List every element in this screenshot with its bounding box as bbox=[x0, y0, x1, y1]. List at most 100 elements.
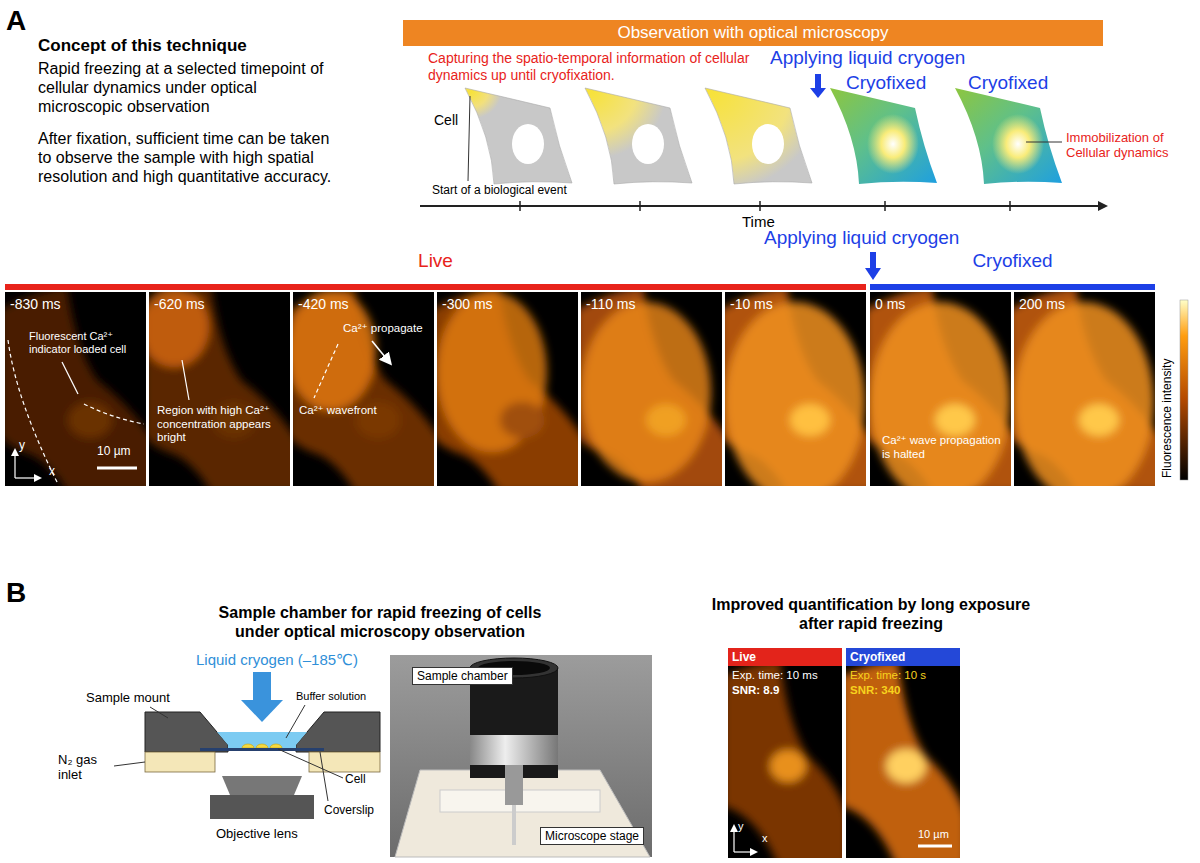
frame-annotation bbox=[918, 845, 952, 848]
text-slot: Coverslip bbox=[324, 803, 374, 817]
text-slot: x bbox=[49, 464, 55, 478]
micrograph-frame bbox=[5, 292, 146, 486]
band-label: Live bbox=[418, 250, 453, 272]
leader-line bbox=[114, 705, 343, 801]
micrograph-frame bbox=[846, 666, 960, 858]
micrograph-frame bbox=[68, 402, 112, 438]
sample-chamber-schematic bbox=[145, 672, 380, 819]
sample-chamber-schematic bbox=[145, 752, 215, 772]
text-slot: y bbox=[738, 820, 744, 833]
event-label: Applying liquid cryogen bbox=[764, 227, 959, 249]
annotation: Ca²⁺ wave propagation is halted bbox=[882, 434, 1006, 461]
micrograph-frame bbox=[728, 666, 842, 858]
frame-annotation bbox=[734, 851, 751, 852]
leader-line bbox=[150, 707, 168, 718]
frame-annotation bbox=[15, 477, 36, 478]
time-stamp: -830 ms bbox=[10, 296, 61, 313]
cell-illustration bbox=[830, 88, 937, 184]
cell-illustration bbox=[585, 88, 692, 184]
text-slot: A bbox=[6, 4, 26, 37]
text-slot: -620 ms bbox=[154, 296, 205, 313]
annotation: Exp. time: 10 ms bbox=[732, 669, 818, 683]
text-slot: Applying liquid cryogen bbox=[764, 227, 959, 249]
micrograph-frame bbox=[770, 750, 806, 782]
sample-chamber-schematic bbox=[210, 795, 314, 819]
micrograph-frame bbox=[723, 648, 966, 863]
text-slot: y bbox=[19, 438, 25, 452]
frame-annotation bbox=[8, 340, 390, 484]
frame-annotation bbox=[84, 404, 144, 424]
text-slot: Capturing the spatio-temporal informatio… bbox=[428, 50, 768, 83]
text-slot: -110 ms bbox=[586, 296, 636, 313]
cell-illustration bbox=[465, 88, 572, 184]
text-slot: Sample mount bbox=[86, 690, 170, 705]
part-label: Objective lens bbox=[216, 826, 298, 841]
text-slot: N₂ gas inlet bbox=[58, 752, 114, 783]
text-slot: Improved quantification by long exposure… bbox=[706, 596, 1036, 634]
annotation: Ca²⁺ wavefront bbox=[299, 404, 377, 418]
part-label: Coverslip bbox=[324, 803, 374, 817]
frame-annotation bbox=[62, 362, 78, 394]
axis-arrowhead bbox=[730, 824, 738, 832]
text-slot: Fluorescence intensity bbox=[1160, 359, 1174, 478]
text-slot: Liquid cryogen (–185℃) bbox=[196, 651, 358, 669]
micrograph-frame bbox=[870, 292, 1011, 486]
sample-chamber-schematic bbox=[296, 712, 380, 752]
time-axis bbox=[759, 201, 761, 211]
micrograph-frame bbox=[5, 292, 146, 486]
cell-illustration bbox=[752, 124, 784, 164]
text-slot: x bbox=[762, 832, 768, 845]
time-axis bbox=[884, 201, 886, 211]
micrograph-frame bbox=[725, 292, 866, 486]
micrograph-frame bbox=[149, 292, 209, 367]
scale-label: 10 µm bbox=[918, 828, 949, 841]
micrograph-frame bbox=[0, 287, 1164, 502]
time-stamp: -110 ms bbox=[586, 296, 636, 313]
cell-illustration bbox=[830, 88, 937, 184]
scale-label: 10 µm bbox=[97, 444, 131, 458]
frame-annotation bbox=[14, 455, 15, 478]
micrograph-frame bbox=[500, 402, 544, 438]
sample-chamber-schematic bbox=[256, 744, 268, 748]
cell-illustration bbox=[465, 88, 572, 184]
apparatus-photo: Sample chamberMicroscope stage bbox=[390, 655, 652, 857]
text-slot: Cell bbox=[434, 112, 458, 129]
text-slot: 10 µm bbox=[918, 828, 949, 841]
cell-illustration bbox=[705, 88, 812, 184]
cell-illustration bbox=[465, 88, 1062, 184]
text-slot: -830 ms bbox=[10, 296, 61, 313]
micrograph-frame bbox=[437, 292, 578, 486]
text-slot: Fluorescent Ca²⁺ indicator loaded cell bbox=[29, 330, 144, 356]
apparatus-photo bbox=[390, 655, 652, 857]
note: Capturing the spatio-temporal informatio… bbox=[428, 50, 768, 83]
micrograph-frame: -110 ms bbox=[581, 292, 722, 486]
text-slot: Exp. time: 10 ms bbox=[732, 669, 818, 683]
leader-line bbox=[468, 96, 1062, 181]
sample-chamber-schematic bbox=[242, 744, 254, 748]
heading: Sample chamber for rapid freezing of cel… bbox=[195, 604, 565, 642]
body-text: After fixation, sufficient time can be t… bbox=[38, 130, 338, 187]
text-slot: Region with high Ca²⁺ concentration appe… bbox=[157, 404, 285, 445]
micrograph-frame bbox=[437, 292, 547, 452]
text-slot: Ca²⁺ propagate bbox=[343, 322, 423, 336]
part-label: Sample mount bbox=[86, 690, 170, 705]
micrograph-frame bbox=[728, 648, 842, 666]
note: Immobilization of Cellular dynamics bbox=[1066, 130, 1188, 161]
cryogen-arrow bbox=[870, 252, 876, 268]
axis-label: x bbox=[49, 464, 55, 478]
frame-annotation bbox=[314, 344, 338, 398]
time-axis bbox=[420, 201, 1108, 211]
micrograph-frame bbox=[886, 749, 926, 783]
micrograph-frame bbox=[728, 666, 842, 858]
axis-arrowhead bbox=[11, 448, 19, 456]
text-slot: Immobilization of Cellular dynamics bbox=[1066, 130, 1188, 161]
cell-illustration bbox=[955, 88, 1062, 184]
time-stamp: -300 ms bbox=[442, 296, 493, 313]
part-label: Start of a biological event bbox=[432, 183, 567, 197]
micrograph-frame: CryofixedExp. time: 10 sSNR: 34010 µm bbox=[846, 648, 960, 858]
micrograph-frame bbox=[437, 292, 578, 486]
micrograph-frame bbox=[870, 302, 1010, 486]
apparatus-photo bbox=[470, 735, 558, 765]
text-slot: Cryofixed bbox=[850, 650, 905, 664]
